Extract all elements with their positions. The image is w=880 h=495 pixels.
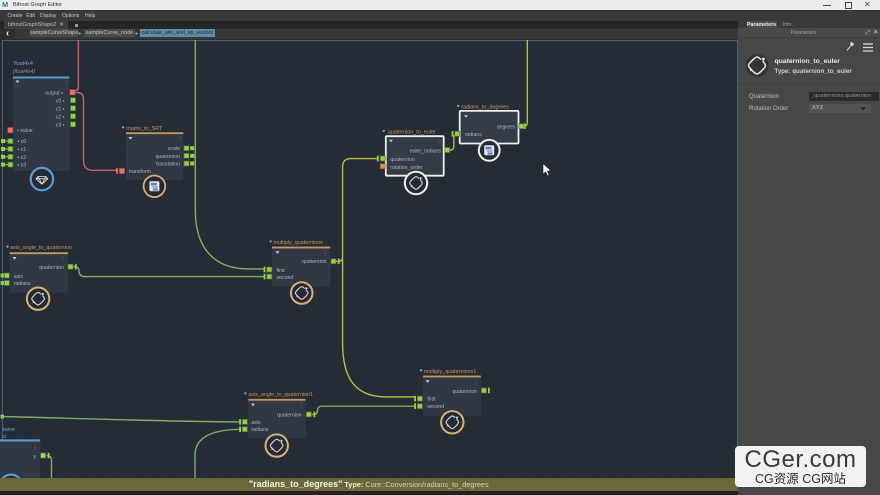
svg-text:matrix_to_SRT: matrix_to_SRT — [126, 126, 163, 132]
svg-text:quaternion: quaternion — [277, 413, 302, 419]
svg-text:c1 ▪: c1 ▪ — [56, 106, 65, 112]
svg-text:transform: transform — [129, 169, 151, 175]
svg-text:▪ value: ▪ value — [17, 128, 33, 134]
svg-text:first: first — [427, 397, 436, 403]
svg-text:turve: turve — [3, 427, 15, 433]
svg-text:rotation_order: rotation_order — [390, 165, 423, 171]
svg-text:quaternion: quaternion — [452, 389, 477, 395]
svg-text:scale: scale — [168, 146, 180, 152]
svg-text:multiply_quaternions1: multiply_quaternions1 — [424, 369, 476, 375]
svg-text:second: second — [427, 404, 444, 410]
svg-text:radians: radians — [465, 132, 482, 138]
svg-text:st: st — [2, 434, 7, 440]
svg-text:c2 ▪: c2 ▪ — [56, 114, 65, 120]
svg-text:y: y — [33, 454, 36, 460]
svg-text:axis: axis — [14, 274, 24, 280]
svg-text:⋮: ⋮ — [323, 251, 328, 257]
svg-text:radians: radians — [251, 427, 268, 433]
svg-text:axis: axis — [251, 420, 261, 426]
svg-text:⋮: ⋮ — [64, 81, 69, 87]
svg-text:⋮: ⋮ — [61, 256, 66, 262]
svg-text:⋮: ⋮ — [438, 139, 443, 145]
svg-text:quaternion_to_euler: quaternion_to_euler — [388, 130, 436, 136]
svg-text:quaternion: quaternion — [302, 259, 327, 265]
svg-text:translation: translation — [156, 162, 180, 168]
svg-text:radians_to_degrees: radians_to_degrees — [461, 104, 509, 110]
svg-text:first: first — [277, 268, 286, 274]
svg-text:float4x4: float4x4 — [14, 61, 33, 67]
svg-text:second: second — [277, 275, 294, 281]
svg-text:⋮: ⋮ — [33, 446, 38, 452]
svg-text:c0 ▪: c0 ▪ — [56, 98, 65, 104]
svg-text:degrees: degrees — [497, 125, 516, 131]
svg-text:output ▪: output ▪ — [45, 91, 63, 97]
svg-text:▪ c0: ▪ c0 — [18, 139, 27, 145]
svg-text:radians: radians — [14, 281, 31, 287]
svg-text:c3 ▪: c3 ▪ — [56, 122, 65, 128]
svg-text:quaternion: quaternion — [390, 157, 415, 163]
svg-text:axis_angle_to_quaternion1: axis_angle_to_quaternion1 — [248, 392, 313, 398]
svg-text:⋮: ⋮ — [299, 403, 304, 409]
svg-text:quaternion: quaternion — [39, 265, 64, 271]
svg-text:▪ c3: ▪ c3 — [18, 163, 27, 169]
svg-text:multiply_quaternions: multiply_quaternions — [273, 240, 323, 246]
svg-text:⋮: ⋮ — [178, 136, 183, 142]
svg-text:⋮: ⋮ — [512, 116, 517, 122]
svg-text:quaternion: quaternion — [155, 154, 180, 160]
svg-text:▪ c1: ▪ c1 — [18, 147, 27, 153]
svg-text:euler_radians: euler_radians — [410, 148, 442, 154]
svg-text:[float4x4]: [float4x4] — [12, 69, 35, 75]
svg-text:▪ c2: ▪ c2 — [18, 155, 27, 161]
svg-text:⋮: ⋮ — [474, 380, 479, 386]
svg-text:axis_angle_to_quaternion: axis_angle_to_quaternion — [10, 245, 72, 251]
